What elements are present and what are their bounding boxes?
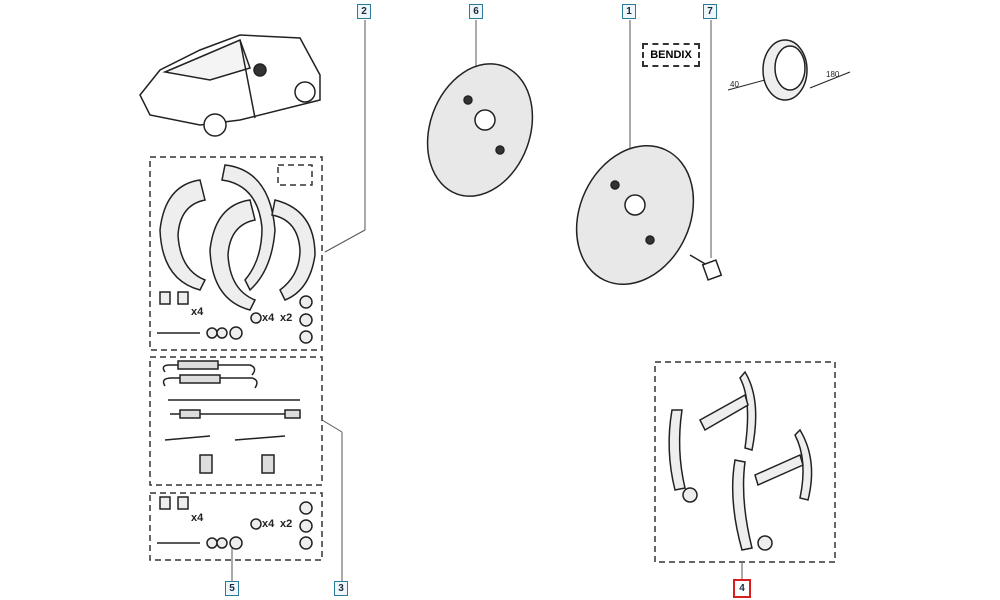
brake-drum [727,39,851,101]
kit-5-box [149,492,323,561]
bendix-label: BENDIX [642,43,700,67]
callout-5[interactable]: 5 [225,581,239,596]
kit5-nut-qty: x2 [280,518,293,530]
kit5-washer-qty: x4 [262,518,275,530]
backing-plate-6 [426,63,534,197]
callout-6[interactable]: 6 [469,4,483,19]
callout-4-selected[interactable]: 4 [733,579,751,598]
kit-4-box [654,361,836,563]
callout-2[interactable]: 2 [357,4,371,19]
car-illustration [139,34,321,137]
kit2-nut-qty: x2 [280,312,293,324]
kit-3-box [149,356,323,486]
callout-1[interactable]: 1 [622,4,636,19]
callout-7[interactable]: 7 [703,4,717,19]
kit-2-box [149,156,323,351]
bolt-7 [689,254,723,281]
kit2-washer-qty: x4 [262,312,275,324]
callout-3[interactable]: 3 [334,581,348,596]
dimension-width: 40 [730,80,739,89]
backing-plate-1 [575,144,695,286]
kit5-clip-qty: x4 [191,512,204,524]
kit2-clip-qty: x4 [191,306,204,318]
dimension-diameter: 180 [826,70,840,79]
